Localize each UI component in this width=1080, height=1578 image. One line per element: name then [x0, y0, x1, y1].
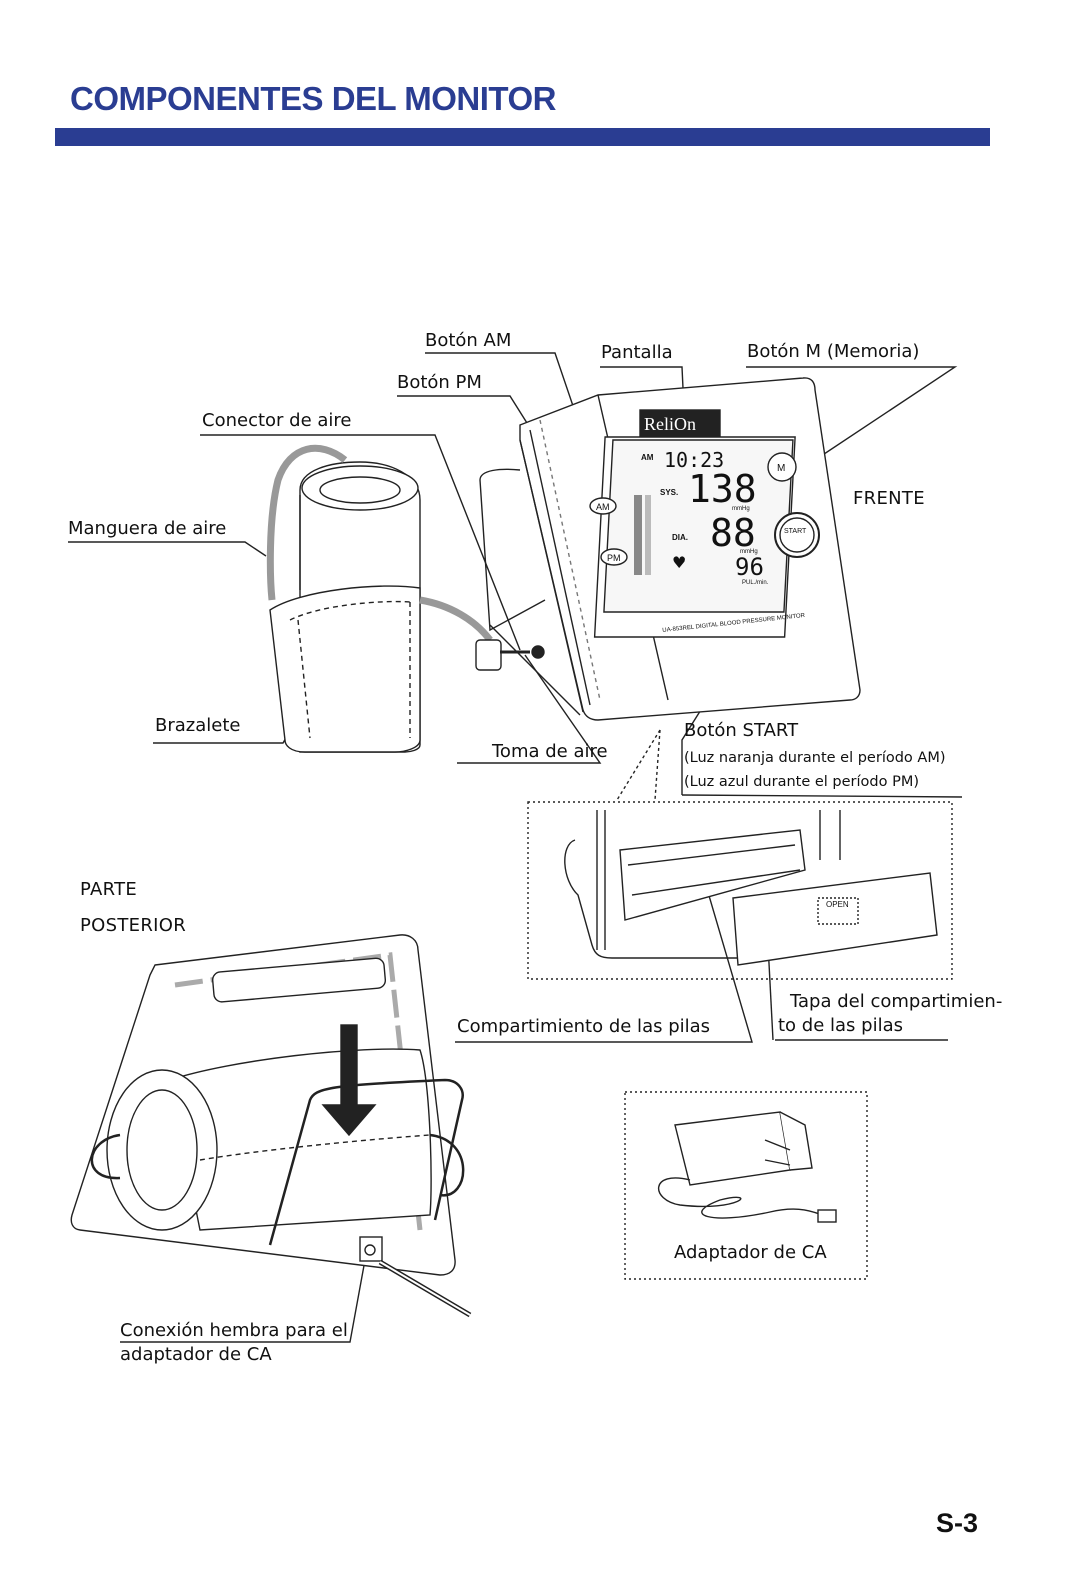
label-boton-start: Botón START	[684, 720, 799, 741]
label-boton-pm: Botón PM	[397, 372, 482, 393]
display-sys-value: 138	[688, 467, 757, 511]
label-luz-azul: (Luz azul durante el período PM)	[684, 774, 920, 790]
label-tapa-line2: to de las pilas	[778, 1015, 903, 1036]
display-pulse-value: 96	[735, 553, 764, 581]
label-adaptador-ca: Adaptador de CA	[674, 1242, 827, 1263]
label-luz-naranja: (Luz naranja durante el período AM)	[684, 750, 946, 766]
page-number: S-3	[935, 1508, 978, 1538]
label-boton-am: Botón AM	[425, 330, 512, 351]
heart-icon: ♥	[672, 553, 686, 572]
m-button-text: M	[777, 463, 785, 474]
label-posterior: POSTERIOR	[80, 915, 187, 936]
label-parte: PARTE	[80, 879, 138, 900]
label-boton-m: Botón M (Memoria)	[747, 341, 920, 362]
display-dia-label: DIA.	[672, 533, 688, 542]
brand-logo: ReliOn	[644, 414, 696, 434]
label-pantalla: Pantalla	[601, 342, 673, 363]
display-unit-dia: mmHg	[740, 549, 758, 555]
title-rule	[55, 128, 990, 146]
label-toma-aire: Toma de aire	[492, 741, 608, 762]
label-manguera-aire: Manguera de aire	[68, 518, 227, 539]
label-compartimiento-pilas: Compartimiento de las pilas	[457, 1016, 711, 1037]
battery-cover-text: OPEN	[826, 900, 849, 909]
label-brazalete: Brazalete	[155, 715, 241, 736]
display-time: 10:23	[664, 448, 724, 472]
label-conexion-line2: adaptador de CA	[120, 1344, 272, 1365]
display-unit-sys: mmHg	[732, 506, 750, 512]
label-conexion-line1: Conexión hembra para el	[120, 1320, 348, 1341]
display-am: AM	[641, 453, 654, 462]
display-pulse-unit: PUL./min.	[742, 580, 769, 586]
label-conector-aire: Conector de aire	[202, 410, 352, 431]
display-sys-label: SYS.	[660, 488, 678, 497]
start-button-text: START	[784, 528, 807, 535]
page-title: COMPONENTES DEL MONITOR	[70, 80, 556, 117]
pm-button-text: PM	[607, 553, 621, 563]
label-frente: FRENTE	[853, 488, 925, 509]
label-tapa-line1: Tapa del compartimien-	[790, 991, 1003, 1012]
am-button-text: AM	[596, 502, 610, 512]
display-dia-value: 88	[710, 511, 756, 555]
